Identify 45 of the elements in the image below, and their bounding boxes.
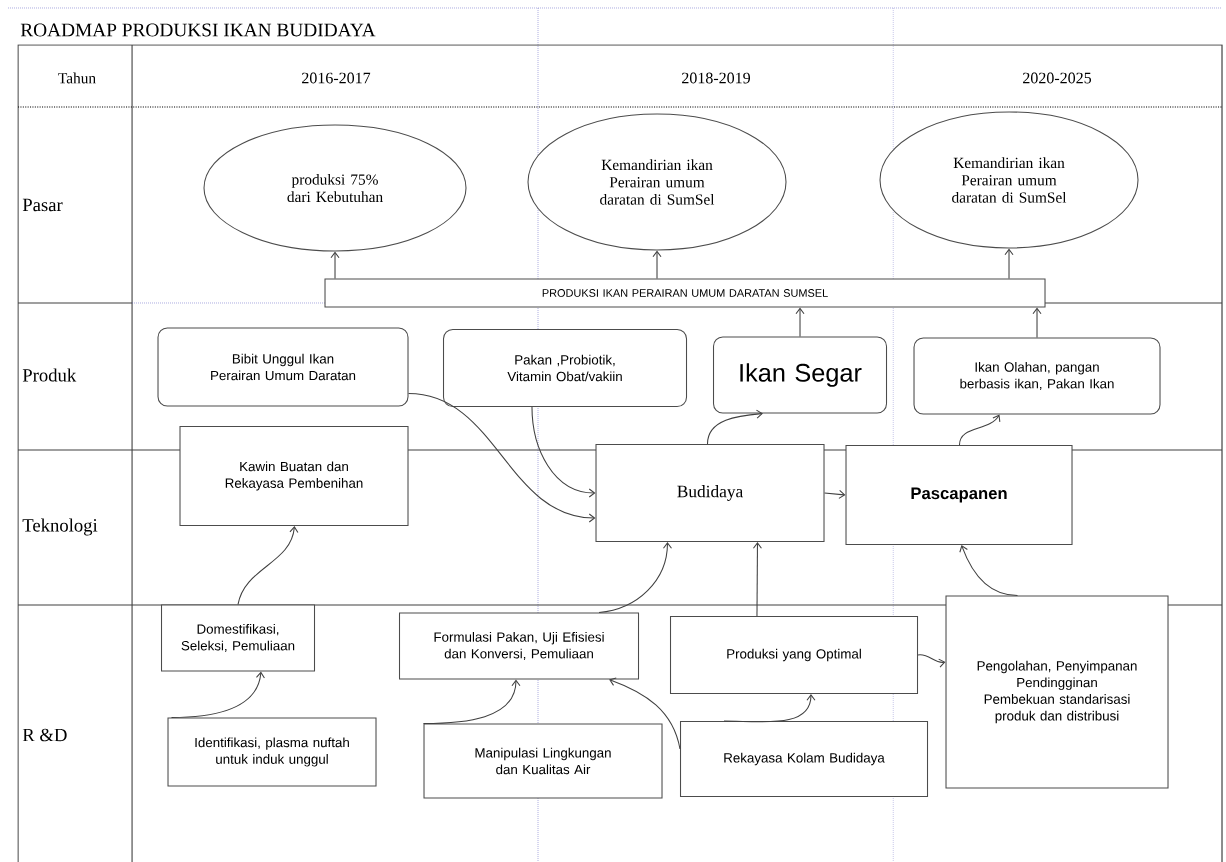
arrow — [752, 542, 762, 617]
oval: Kemandirian ikan Perairan umum daratan di SumSel — [527, 113, 787, 251]
arrow — [959, 545, 1018, 596]
oval: produksi 75% dari Kebutuhan — [203, 124, 467, 252]
arrow — [1004, 248, 1014, 279]
arrow — [237, 526, 299, 605]
arrow — [408, 393, 596, 523]
oval: Kemandirian ikan Perairan umum daratan di SumSel — [879, 111, 1139, 249]
arrow — [917, 654, 946, 668]
process-box: Pascapanen — [845, 444, 1073, 546]
banner-bar: PRODUKSI IKAN PERAIRAN UMUM DARATAN SUMSEL — [324, 278, 1046, 308]
title: ROADMAP PRODUKSI IKAN BUDIDAYA — [20, 23, 376, 37]
rounded-box: Ikan Olahan, pangan berbasis ikan, Pakan Ikan — [913, 337, 1161, 415]
row-label: Produk — [22, 368, 77, 382]
arrow — [652, 250, 662, 279]
arrow — [706, 409, 763, 445]
rounded-box: Ikan Segar — [712, 336, 888, 414]
process-box: Formulasi Pakan, Uji Efisiesi dan Konversi, Pemuliaan — [398, 612, 640, 680]
process-box: Rekayasa Kolam Budidaya — [679, 720, 929, 798]
process-box: Identifikasi, plasma nuftah untuk induk unggul — [167, 717, 377, 787]
process-box: Kawin Buatan dan Rekayasa Pembenihan — [179, 425, 409, 527]
column-header: 2020-2025 — [1023, 72, 1092, 84]
process-box: Manipulasi Lingkungan dan Kualitas Air — [423, 723, 663, 799]
process-box: Produksi yang Optimal — [669, 615, 919, 695]
column-header: Tahun — [58, 72, 96, 84]
arrow — [795, 307, 805, 337]
arrow — [958, 414, 1001, 446]
column-header: 2018-2019 — [682, 72, 750, 84]
row-label: Teknologi — [22, 518, 98, 536]
arrow — [422, 679, 521, 724]
row-label: R &D — [22, 728, 67, 742]
arrow — [1032, 307, 1042, 338]
arrow — [824, 489, 846, 499]
arrow — [531, 406, 596, 498]
rounded-box: Pakan ,Probiotik, Vitamin Obat/vakiin — [442, 328, 688, 408]
arrow — [330, 251, 340, 279]
process-box: Domestifikasi, Seleksi, Pemuliaan — [160, 604, 316, 672]
column-header: 2016-2017 — [302, 72, 371, 84]
arrow — [723, 694, 816, 723]
process-box: Pengolahan, Penyimpanan Pendingginan Pembekuan standarisasi produk dan distribusi — [945, 595, 1169, 789]
row-label: Pasar — [22, 198, 63, 212]
process-box: Budidaya — [595, 443, 825, 543]
arrow — [170, 671, 265, 718]
rounded-box: Bibit Unggul Ikan Perairan Umum Daratan — [157, 327, 409, 407]
arrow — [598, 542, 672, 613]
